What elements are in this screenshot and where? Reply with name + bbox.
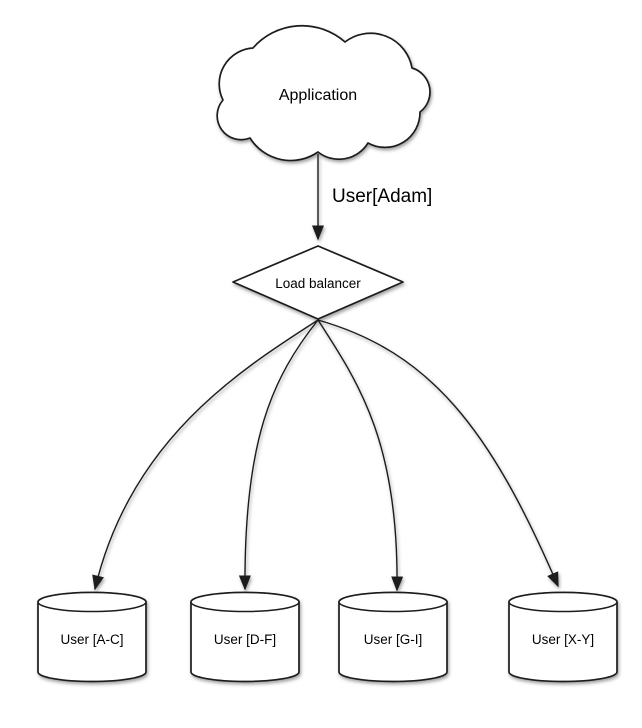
shard-label: User [X-Y] (532, 632, 594, 647)
shard-cylinder-1 (37, 591, 147, 683)
shard-label: User [A-C] (60, 632, 123, 647)
load-balancer-shape (232, 245, 404, 320)
loadbalancer-to-shard2-arrow (238, 319, 319, 591)
shard-label: User [G-I] (364, 632, 423, 647)
load-balancer-label: Load balancer (275, 276, 361, 291)
shard-cylinder-3 (338, 591, 448, 683)
loadbalancer-to-shard3-arrow (317, 319, 404, 592)
request-user-label: User[Adam] (332, 186, 432, 207)
loadbalancer-to-shard4-arrow (317, 319, 559, 588)
application-cloud-shape (216, 24, 431, 162)
loadbalancer-to-shard1-arrow (92, 319, 319, 591)
shard-label: User [D-F] (214, 632, 276, 647)
cylinder-top (508, 591, 618, 613)
cylinder-top (338, 591, 448, 613)
cylinder-top (37, 591, 147, 613)
shard-cylinder-2 (190, 591, 300, 683)
shard-cylinder-4 (508, 591, 618, 683)
cylinder-top (190, 591, 300, 613)
application-label: Application (279, 87, 357, 104)
